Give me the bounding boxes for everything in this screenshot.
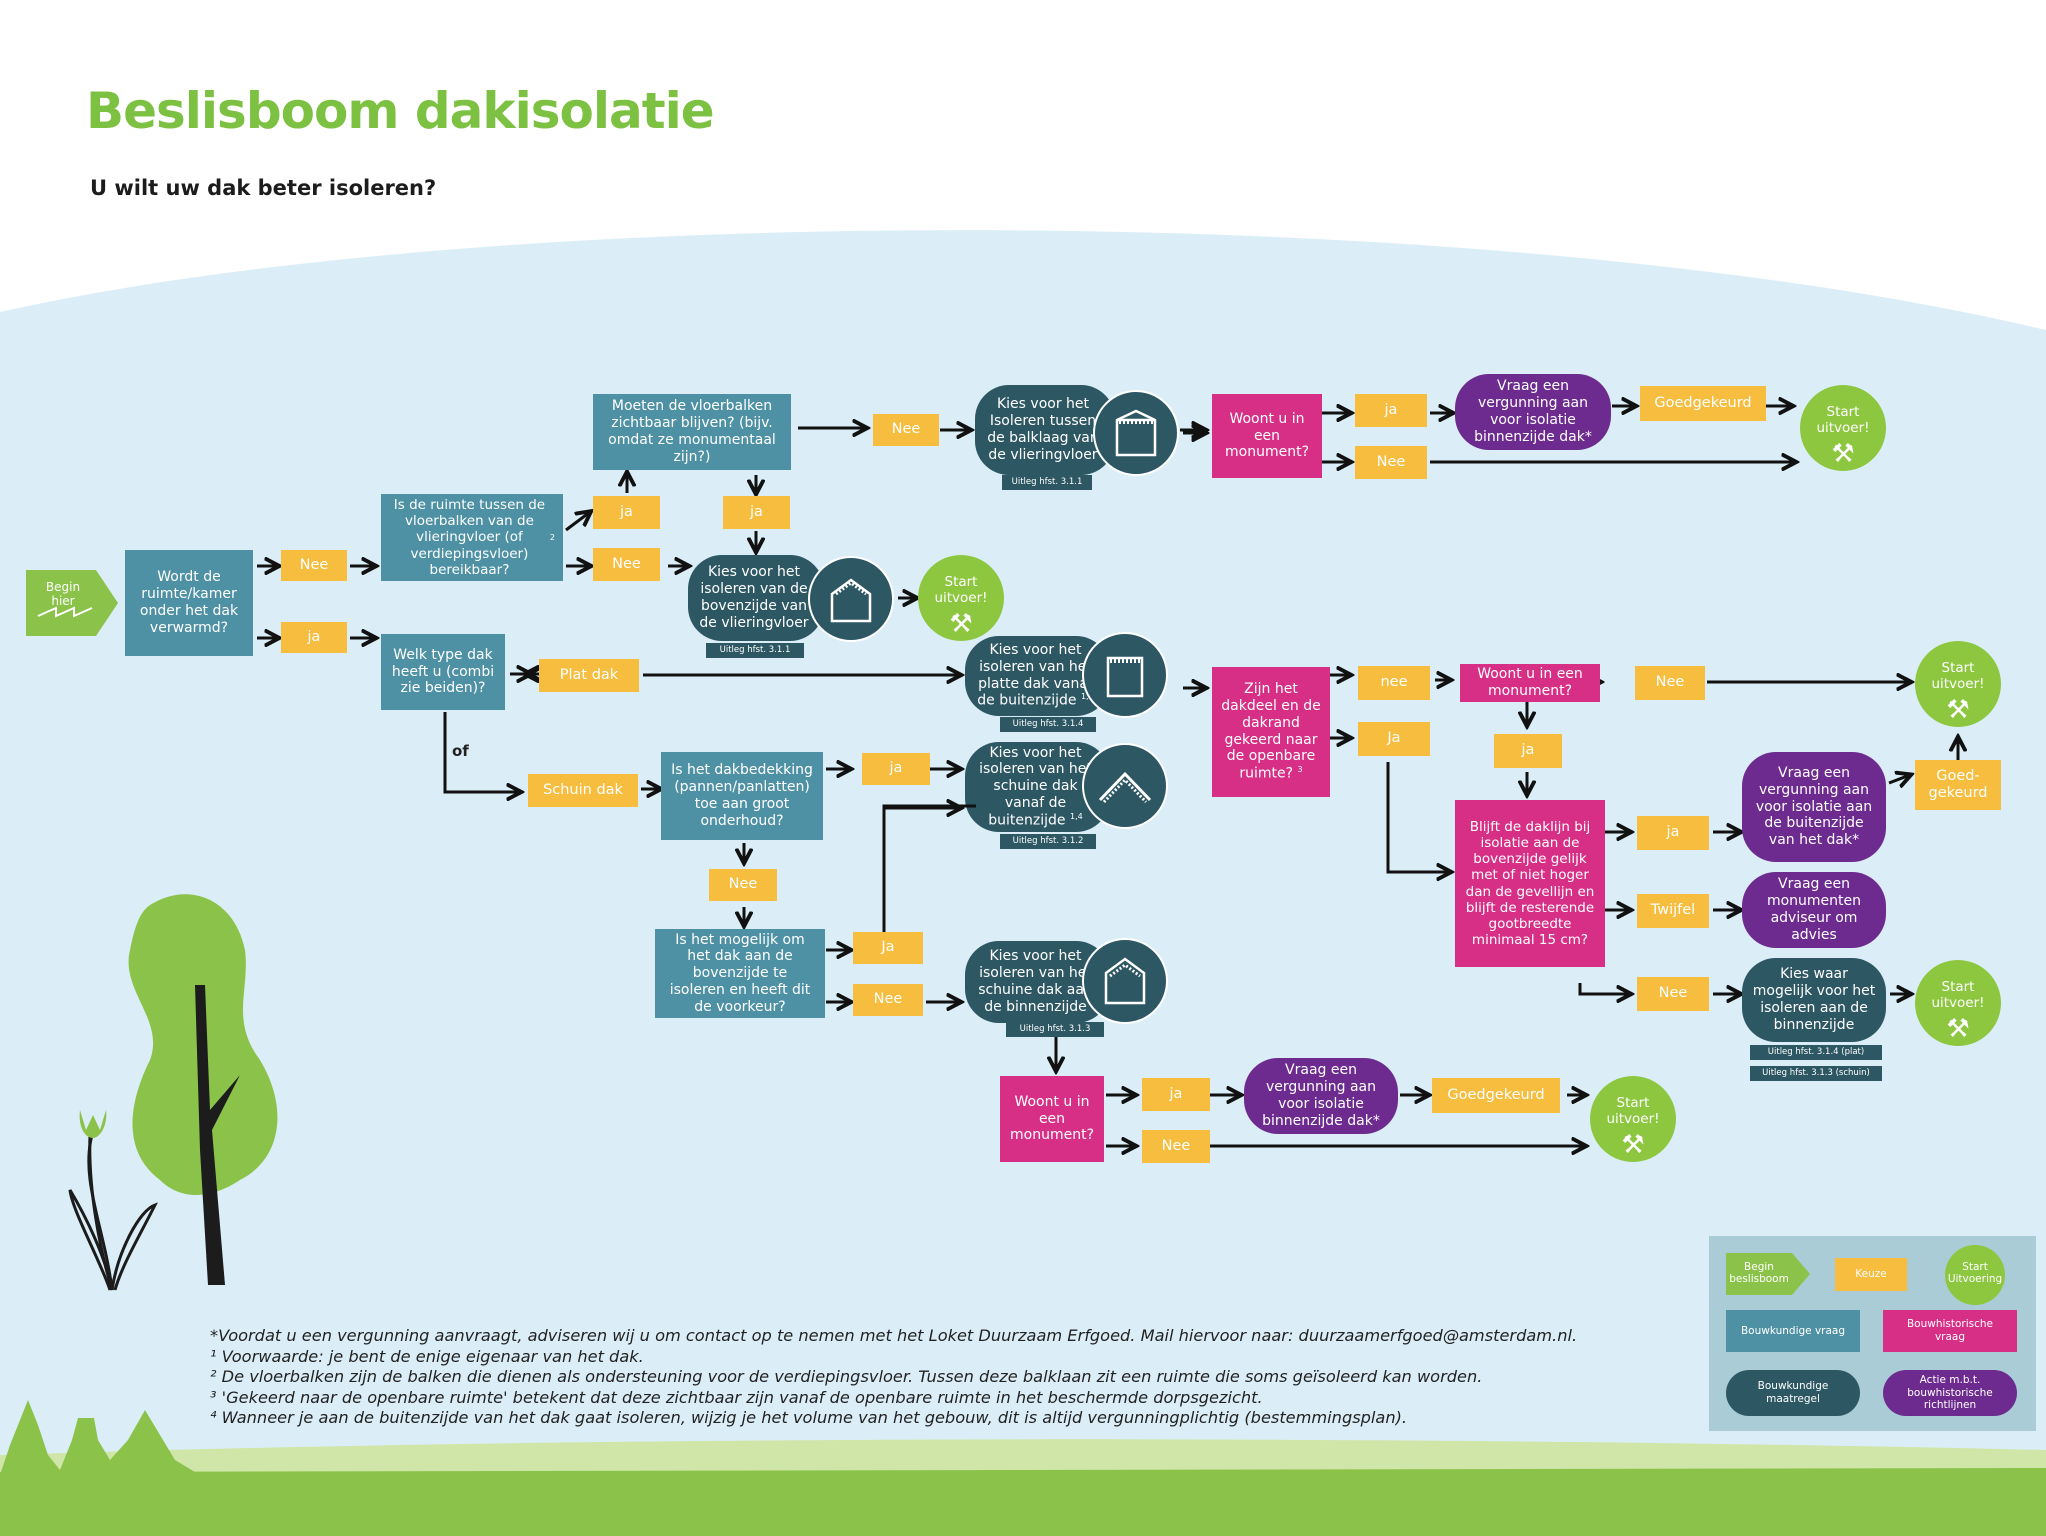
legend-actie: Actie m.b.t. bouwhistorische richtlijnen [1883, 1370, 2017, 1416]
reference-3-1-4: Uitleg hfst. 3.1.4 [1000, 717, 1096, 732]
choice-plat-dak: Plat dak [539, 659, 639, 692]
choice-nee-mogelijk: Nee [853, 984, 923, 1016]
measure-binnenzijde: Kies waar mogelijk voor het isoleren aan… [1742, 958, 1886, 1042]
legend: Begin beslisboom Keuze Start Uitvoering … [1709, 1236, 2036, 1431]
choice-ja-m2: ja [1494, 734, 1562, 768]
hammer-icon: ⚒ [949, 609, 973, 640]
legend-begin: Begin beslisboom [1729, 1261, 1789, 1285]
choice-nee-gekeerd: nee [1358, 666, 1430, 700]
action-adviseur: Vraag een monumenten adviseur om advies [1742, 872, 1886, 948]
choice-ja-daklijn: ja [1637, 816, 1709, 850]
measure-plat-dak: Kies voor het isoleren van het platte da… [965, 636, 1110, 716]
question-monument-3: Woont u in een monument? [1000, 1076, 1104, 1162]
attic-roof-icon [808, 556, 894, 642]
footnote-4: ⁴ Wanneer je aan de buitenzijde van het … [210, 1408, 1408, 1427]
measure-schuin-binnen: Kies voor het isoleren van het schuine d… [965, 941, 1110, 1023]
choice-nee-m3: Nee [1142, 1130, 1210, 1163]
action-vergunning-1: Vraag een vergunning aan voor isolatie b… [1455, 374, 1611, 450]
reference-3-1-1-b: Uitleg hfst. 3.1.1 [706, 643, 804, 658]
reference-3-1-2: Uitleg hfst. 3.1.2 [1000, 834, 1096, 849]
hammer-icon: ⚒ [1831, 439, 1855, 470]
begin-here-shape [26, 570, 118, 636]
legend-bouwkundige-vraag: Bouwkundige vraag [1726, 1310, 1860, 1352]
choice-ja-m3: ja [1142, 1078, 1210, 1111]
tulip-flower [79, 1110, 107, 1138]
tree-illustration [128, 894, 278, 1285]
hammer-icon: ⚒ [1946, 1014, 1970, 1045]
reference-3-1-1: Uitleg hfst. 3.1.1 [1002, 475, 1092, 490]
legend-keuze: Keuze [1835, 1258, 1907, 1291]
choice-nee-onderhoud: Nee [709, 869, 777, 901]
question-monument-1: Woont u in een monument? [1212, 394, 1322, 478]
choice-goedgekeurd-2: Goed-gekeurd [1915, 760, 2001, 810]
legend-bouwhistorische-vraag: Bouwhistorische vraag [1883, 1310, 2017, 1352]
label-of: of [452, 742, 469, 760]
inner-roof-icon [1082, 938, 1168, 1024]
choice-ja-down: ja [723, 496, 790, 529]
question-visible-beams: Moeten de vloerbalken zichtbaar blijven?… [593, 394, 791, 470]
measure-balklaag: Kies voor het Isoleren tussen de balklaa… [975, 385, 1115, 475]
start-uitvoer-1: Start uitvoer!⚒ [1800, 385, 1886, 471]
reference-3-1-3-schuin: Uitleg hfst. 3.1.3 (schuin) [1750, 1066, 1882, 1081]
legend-bouwkundige-maatregel: Bouwkundige maatregel [1726, 1370, 1860, 1416]
choice-ja-gekeerd: Ja [1358, 722, 1430, 756]
choice-nee-m2: Nee [1635, 666, 1705, 700]
start-uitvoer-5: Start uitvoer!⚒ [1915, 960, 2001, 1046]
begin-label: Begin hier [45, 579, 81, 608]
choice-nee-right: Nee [593, 548, 660, 581]
start-uitvoer-3: Start uitvoer!⚒ [1590, 1076, 1676, 1162]
page-title: Beslisboom dakisolatie [86, 82, 715, 140]
start-uitvoer-2: Start uitvoer!⚒ [918, 555, 1004, 641]
choice-nee-m1: Nee [1355, 446, 1427, 479]
legend-start: Start Uitvoering [1945, 1245, 2005, 1305]
start-uitvoer-4: Start uitvoer!⚒ [1915, 641, 2001, 727]
choice-nee-top: Nee [873, 414, 939, 446]
question-roof-type: Welk type dak heeft u (combi zie beiden)… [381, 634, 505, 710]
question-roofline: Blijft de daklijn bij isolatie aan de bo… [1455, 800, 1605, 967]
choice-twijfel: Twijfel [1637, 894, 1709, 928]
reference-3-1-4-plat: Uitleg hfst. 3.1.4 (plat) [1750, 1045, 1882, 1060]
pitched-roof-icon [1082, 743, 1168, 829]
footnote-star: *Voordat u een vergunning aanvraagt, adv… [210, 1326, 1578, 1345]
page-subtitle: U wilt uw dak beter isoleren? [90, 176, 437, 200]
choice-schuin-dak: Schuin dak [528, 774, 638, 807]
hammer-icon: ⚒ [1621, 1130, 1645, 1161]
footnotes: *Voordat u een vergunning aanvraagt, adv… [210, 1326, 1577, 1429]
flat-roof-icon [1082, 632, 1168, 718]
choice-ja-1: ja [281, 622, 347, 653]
question-maintenance: Is het dakbedekking (pannen/panlatten) t… [661, 752, 823, 840]
question-monument-2: Woont u in een monument? [1460, 664, 1600, 702]
choice-goedgekeurd-1: Goedgekeurd [1640, 386, 1766, 421]
hammer-icon: ⚒ [1946, 695, 1970, 726]
question-reachable: Is de ruimte tussen de vloerbalken van d… [381, 494, 563, 581]
attic-floor-icon [1093, 390, 1179, 476]
legend-begin-shape [1726, 1253, 1810, 1295]
choice-goedgekeurd-3: Goedgekeurd [1432, 1078, 1560, 1113]
choice-ja-mogelijk: Ja [853, 932, 923, 964]
footnote-2: ² De vloerbalken zijn de balken die dien… [210, 1367, 1483, 1386]
question-heated: Wordt de ruimte/kamer onder het dak verw… [125, 550, 253, 656]
question-facing-public: Zijn het dakdeel en de dakrand gekeerd n… [1212, 667, 1330, 797]
footnote-1: ¹ Voorwaarde: je bent de enige eigenaar … [210, 1346, 644, 1366]
action-vergunning-2: Vraag een vergunning aan voor isolatie a… [1742, 752, 1886, 862]
connector-of [443, 712, 520, 794]
choice-ja-up: ja [593, 496, 660, 529]
choice-ja-onderhoud: ja [862, 753, 930, 785]
action-vergunning-3: Vraag een vergunning aan voor isolatie b… [1244, 1058, 1398, 1134]
tulip-illustration [68, 1134, 158, 1291]
choice-ja-m1: ja [1355, 394, 1427, 427]
choice-nee-daklijn: Nee [1637, 977, 1709, 1011]
measure-bovenzijde: Kies voor het isoleren van de bovenzijde… [688, 555, 824, 641]
choice-nee-1: Nee [281, 550, 347, 581]
reference-3-1-3: Uitleg hfst. 3.1.3 [1006, 1022, 1104, 1037]
footnote-3: ³ 'Gekeerd naar de openbare ruimte' bete… [210, 1387, 1263, 1407]
connector-ja-up [882, 804, 976, 930]
question-possible-top: Is het mogelijk om het dak aan de bovenz… [655, 929, 825, 1018]
